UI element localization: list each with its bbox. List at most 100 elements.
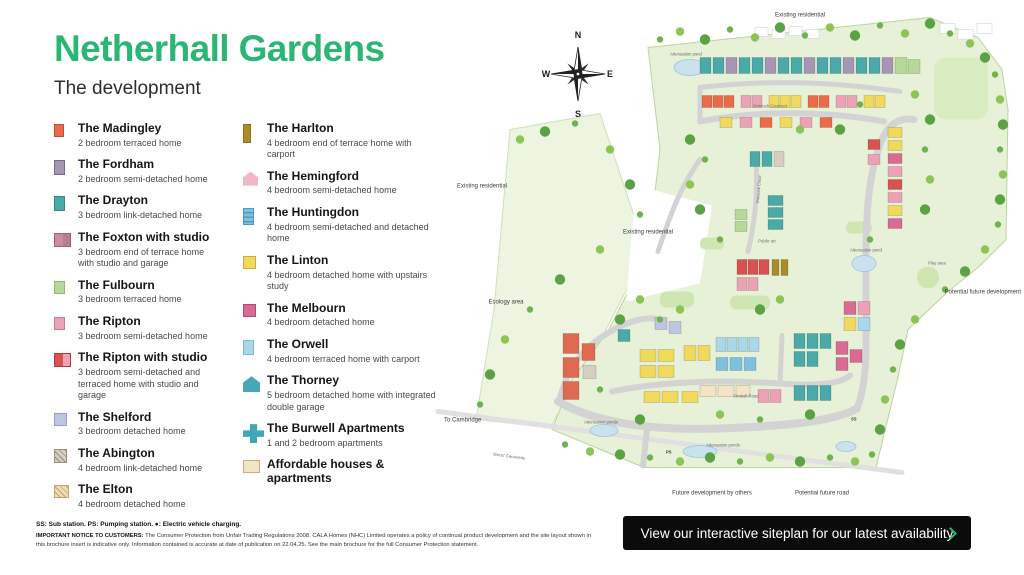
house-type-desc: 3 bedroom detached home — [78, 426, 186, 437]
house-type-icon — [54, 316, 65, 330]
house-type-icon — [243, 207, 254, 225]
legend-item: The Melbourn 4 bedroom detached home — [243, 300, 439, 329]
house-type-name: The Shelford — [78, 409, 152, 424]
map-label: Worts' Causeway — [493, 452, 527, 461]
legend-item: The Fulbourn 3 bedroom terraced home — [54, 277, 217, 306]
house-type-icon-wrap — [54, 122, 78, 149]
substation-label: SS — [851, 417, 857, 422]
house-type-name: The Thorney — [267, 373, 340, 388]
house-type-text: The Elton 4 bedroom detached home — [78, 482, 186, 510]
legend-item: The Ripton 3 bedroom semi-detached home — [54, 313, 217, 342]
map-label: To Cambridge — [444, 418, 482, 424]
house-type-desc: 4 bedroom detached home with upstairs st… — [267, 269, 428, 292]
house-type-icon — [243, 424, 264, 444]
house-type-icon-wrap — [54, 158, 78, 185]
house-type-legend: The Madingley 2 bedroom terraced home Th… — [54, 121, 446, 511]
house-type-icon-wrap — [243, 374, 267, 413]
legend-item: The Thorney 5 bedroom detached home with… — [243, 373, 439, 413]
house-type-text: The Ripton with studio 3 bedroom semi-de… — [78, 350, 217, 401]
compass-n: N — [575, 30, 582, 40]
house-type-name: The Burwell Apartments — [267, 421, 405, 436]
house-type-icon — [54, 448, 67, 463]
legend-item: The Burwell Apartments 1 and 2 bedroom a… — [243, 421, 439, 449]
house-type-desc: 4 bedroom semi-detached and detached hom… — [267, 221, 429, 244]
house-type-desc: 3 bedroom semi-detached home — [78, 330, 208, 341]
house-type-icon — [243, 255, 256, 269]
notice-label: IMPORTANT NOTICE TO CUSTOMERS: — [36, 533, 144, 539]
map-label: Attenuation pond — [850, 248, 882, 253]
house-type-name: The Melbourn — [267, 300, 346, 315]
house-type-name: The Ripton — [78, 313, 141, 328]
development-key-panel: Netherhall Gardens The development The M… — [54, 29, 446, 511]
house-type-desc: 3 bedroom link-detached home — [78, 210, 203, 221]
house-type-desc: 4 bedroom semi-detached home — [267, 185, 397, 196]
house-type-desc: 5 bedroom detached home with integrated … — [267, 390, 436, 412]
map-label: Future development by others — [672, 491, 752, 497]
legend-item: The Foxton with studio 3 bedroom end of … — [54, 229, 217, 270]
legend-item: Affordable houses & apartments — [243, 458, 439, 486]
legend-column-2: The Harlton 4 bedroom end of terrace hom… — [243, 121, 439, 511]
map-label: Existing residential — [457, 184, 507, 190]
legend-item: The Orwell 4 bedroom terraced home with … — [243, 336, 439, 365]
house-type-text: The Abington 4 bedroom link-detached hom… — [78, 445, 202, 474]
ponds — [589, 59, 877, 458]
house-type-name: The Linton — [267, 252, 329, 267]
house-type-icon-wrap — [243, 458, 267, 486]
trees-layer — [476, 18, 1009, 467]
street-label: Kimbolt Road — [733, 394, 759, 399]
compass-e: E — [607, 69, 613, 79]
pumping-station-label: PS — [666, 450, 672, 455]
interactive-siteplan-button[interactable]: View our interactive siteplan for our la… — [623, 516, 971, 550]
house-type-icon-wrap — [243, 302, 267, 329]
house-type-name: The Fordham — [78, 157, 155, 172]
house-type-text: The Burwell Apartments 1 and 2 bedroom a… — [267, 421, 405, 449]
house-type-text: The Fordham 2 bedroom semi-detached home — [78, 157, 208, 185]
legend-item: The Abington 4 bedroom link-detached hom… — [54, 445, 217, 474]
map-label: Existing residential — [775, 13, 825, 19]
house-type-text: The Madingley 2 bedroom terraced home — [78, 121, 182, 149]
house-type-icon-wrap — [243, 170, 267, 197]
legend-item: The Huntingdon 4 bedroom semi-detached a… — [243, 204, 439, 245]
house-type-name: The Elton — [78, 482, 133, 497]
map-label: Ecology area — [488, 300, 524, 306]
house-type-icon-wrap — [54, 447, 78, 474]
map-label: Existing residential — [623, 230, 673, 236]
house-type-icon — [243, 123, 251, 143]
house-type-icon — [54, 485, 69, 499]
house-type-desc: 2 bedroom semi-detached home — [78, 173, 208, 184]
house-type-icon — [54, 412, 67, 426]
legend-item: The Drayton 3 bedroom link-detached home — [54, 194, 217, 221]
map-labels: Existing residential Existing residentia… — [444, 13, 1021, 497]
house-type-text: The Shelford 3 bedroom detached home — [78, 409, 186, 438]
house-type-icon-wrap — [243, 338, 267, 365]
footer-notes: SS: Sub station. PS: Pumping station. ●:… — [36, 521, 601, 549]
house-type-desc: 4 bedroom detached home — [78, 499, 186, 509]
house-type-text: The Linton 4 bedroom detached home with … — [267, 252, 439, 293]
house-type-desc: 4 bedroom end of terrace home with carpo… — [267, 137, 412, 160]
house-type-icon — [243, 171, 258, 186]
house-type-desc: 4 bedroom terraced home with carport — [267, 353, 420, 364]
house-type-text: The Ripton 3 bedroom semi-detached home — [78, 313, 208, 342]
legend-item: The Fordham 2 bedroom semi-detached home — [54, 157, 217, 185]
important-notice: IMPORTANT NOTICE TO CUSTOMERS: The Consu… — [36, 532, 601, 549]
house-type-name: The Fulbourn — [78, 277, 155, 292]
compass-w: W — [542, 69, 551, 79]
house-type-icon-wrap — [54, 194, 78, 221]
legend-item: The Ripton with studio 3 bedroom semi-de… — [54, 350, 217, 401]
street-label: Ormrock Crescent — [753, 104, 788, 109]
house-type-name: The Abington — [78, 445, 155, 460]
legend-item: The Hemingford 4 bedroom semi-detached h… — [243, 169, 439, 197]
page-subtitle: The development — [54, 77, 201, 99]
house-type-icon — [54, 123, 64, 137]
legend-item: The Elton 4 bedroom detached home — [54, 482, 217, 510]
house-type-name: The Huntingdon — [267, 204, 359, 219]
notice-body: The Consumer Protection from Unfair Trad… — [36, 533, 592, 548]
house-type-name: The Orwell — [267, 336, 329, 351]
house-type-icon-wrap — [243, 122, 267, 161]
house-type-icon — [243, 303, 256, 317]
house-type-icon — [243, 339, 254, 355]
house-type-name: The Foxton with studio — [78, 229, 210, 244]
map-label: Potential future development — [945, 290, 1022, 296]
abbreviations-line: SS: Sub station. PS: Pumping station. ●:… — [36, 521, 242, 528]
house-type-desc: 1 and 2 bedroom apartments — [267, 437, 383, 448]
